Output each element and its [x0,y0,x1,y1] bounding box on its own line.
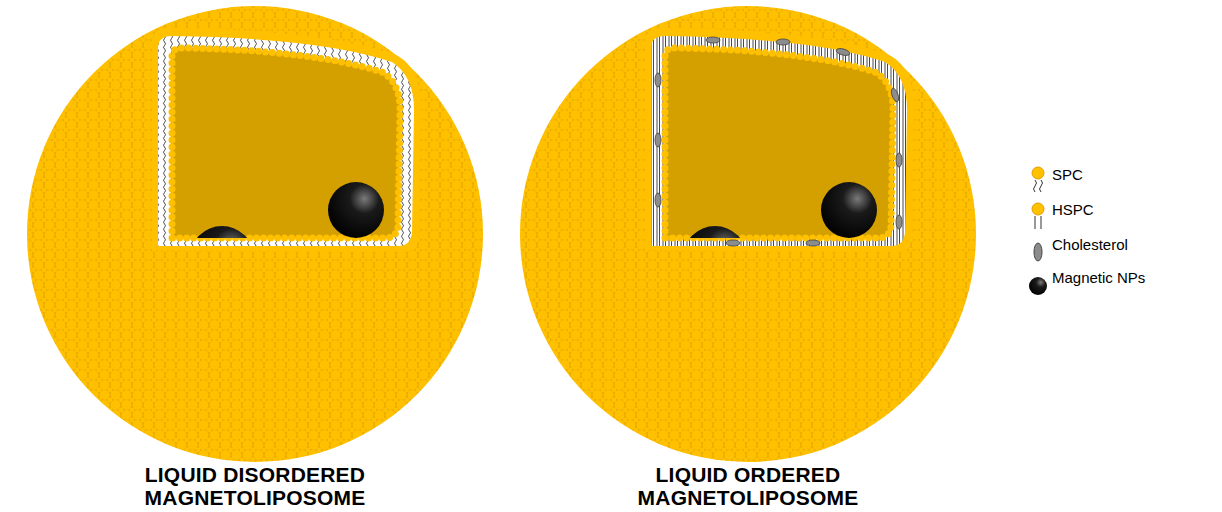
hspc-tails [1035,216,1041,229]
cholesterol-molecules [655,37,902,246]
spc-tails [1034,180,1043,192]
cholesterol-symbol [1034,243,1042,261]
hspc-bilayer [651,36,907,246]
magnetic-nanoparticle [190,226,254,290]
magnetic-nanoparticle [683,226,747,290]
magnetic-nanoparticle [328,182,384,238]
outer-leaflet [645,28,914,252]
spc-symbol [1032,167,1044,179]
nanoparticle-symbol [1029,277,1047,295]
liposome-sphere [27,6,483,462]
ordered-liposome [520,6,976,462]
hspc-symbol [1032,203,1044,215]
aqueous-core [665,48,893,238]
legend-text: Magnetic NPs [1052,269,1145,287]
disordered-liposome [27,6,483,462]
liposome-caption: LIQUID ORDERED MAGNETOLIPOSOME [618,463,878,509]
magnetic-nanoparticle [821,182,877,238]
liposome-caption: LIQUID DISORDERED MAGNETOLIPOSOME [125,463,385,509]
legend-text: HSPC [1052,201,1094,219]
legend-symbols [1029,167,1047,295]
legend-text: Cholesterol [1052,236,1128,254]
legend-text: SPC [1052,166,1083,184]
liposome-sphere [520,6,976,462]
spc-bilayer [158,36,414,246]
aqueous-core [172,48,400,238]
outer-leaflet [152,28,421,252]
